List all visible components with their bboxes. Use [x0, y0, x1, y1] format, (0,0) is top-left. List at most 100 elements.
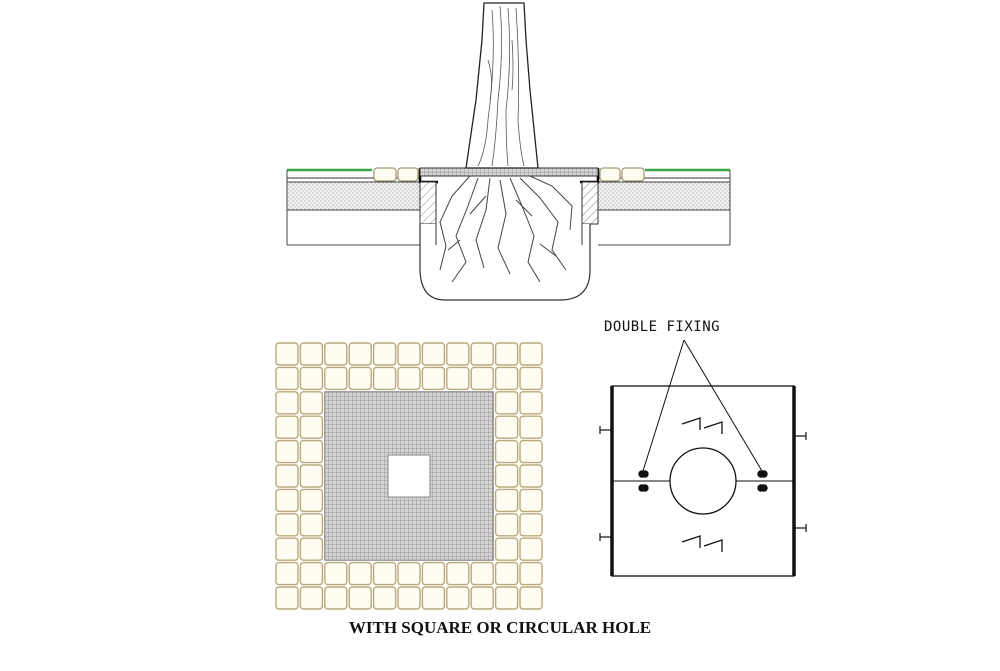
paver-tile: [519, 586, 543, 610]
paver-tile: [299, 342, 324, 366]
circular-hole: [669, 447, 737, 515]
paver-tile: [397, 561, 421, 586]
section-paver: [621, 167, 645, 182]
section-paver: [397, 167, 419, 182]
paver-tile: [275, 464, 299, 488]
paver-tile: [275, 537, 299, 561]
trunk-grain: [477, 5, 525, 167]
paver-tile: [299, 464, 324, 488]
paver-tile: [275, 366, 299, 391]
paver-tile: [275, 561, 299, 586]
paver-tile: [372, 561, 397, 586]
double-fixing-label: DOUBLE FIXING: [604, 319, 721, 335]
paver-tile: [299, 488, 324, 513]
paver-tile: [324, 586, 348, 610]
paver-tile: [299, 513, 324, 537]
paver-tile: [348, 586, 372, 610]
paver-tile: [275, 586, 299, 610]
paver-tile: [324, 342, 348, 366]
paver-tile: [275, 342, 299, 366]
paver-tile: [299, 366, 324, 391]
paver-tile: [348, 342, 372, 366]
paver-tile: [348, 561, 372, 586]
paver-tile: [446, 342, 470, 366]
square-hole: [387, 454, 431, 498]
paver-tile: [494, 537, 519, 561]
section-paver: [373, 167, 397, 182]
paver-tile: [397, 342, 421, 366]
direction-mark-bottom: [681, 535, 723, 552]
paver-tile: [324, 366, 348, 391]
edge-support-right: [581, 181, 599, 225]
paver-tile: [446, 561, 470, 586]
fixing-bolt-right: [757, 470, 768, 492]
paver-tile: [299, 561, 324, 586]
paver-tile: [470, 366, 494, 391]
section-paver: [599, 167, 621, 182]
direction-mark-top: [681, 417, 723, 434]
paver-tile: [494, 342, 519, 366]
paver-tile: [519, 391, 543, 415]
fixing-bolt-left: [638, 470, 649, 492]
paver-tile: [494, 415, 519, 439]
paver-tile: [494, 391, 519, 415]
grate-plate-section: [419, 167, 599, 177]
tree-roots: [439, 175, 573, 283]
paver-tile: [494, 464, 519, 488]
paver-tile: [275, 415, 299, 439]
paver-tile: [397, 586, 421, 610]
paver-tile: [372, 366, 397, 391]
paver-tile: [446, 366, 470, 391]
paver-tile: [519, 537, 543, 561]
paver-tile: [494, 366, 519, 391]
paver-tile: [299, 415, 324, 439]
paver-tile: [348, 366, 372, 391]
paver-tile: [275, 391, 299, 415]
leader-line-left: [642, 339, 685, 472]
paver-tile: [372, 342, 397, 366]
frame-lugs: [599, 426, 807, 541]
paver-tile: [494, 439, 519, 464]
plan-view: [275, 342, 543, 610]
paver-tile: [519, 439, 543, 464]
paver-tile: [519, 464, 543, 488]
paver-tile: [470, 561, 494, 586]
paver-tile: [519, 488, 543, 513]
leader-line-right: [683, 339, 763, 472]
paver-tile: [519, 513, 543, 537]
paver-tile: [275, 439, 299, 464]
tree-trunk: [465, 2, 539, 169]
paver-tile: [421, 342, 446, 366]
paver-tile: [275, 513, 299, 537]
paver-tile: [494, 513, 519, 537]
paver-tile: [324, 561, 348, 586]
paver-tile: [519, 342, 543, 366]
paver-tile: [494, 586, 519, 610]
drawing-caption: WITH SQUARE OR CIRCULAR HOLE: [348, 618, 652, 637]
paver-tile: [421, 586, 446, 610]
paver-tile: [397, 366, 421, 391]
section-view: [286, 2, 731, 301]
paver-tile: [275, 488, 299, 513]
paver-tile: [494, 561, 519, 586]
paver-tile: [421, 561, 446, 586]
paver-tile: [519, 561, 543, 586]
paver-tile: [470, 586, 494, 610]
paver-tile: [446, 586, 470, 610]
paver-tile: [299, 391, 324, 415]
paver-tile: [299, 586, 324, 610]
circular-grate-detail: [599, 339, 807, 577]
paver-tile: [299, 439, 324, 464]
subbase-left: [286, 181, 421, 211]
paver-tile: [519, 366, 543, 391]
paver-tile: [421, 366, 446, 391]
paver-tile: [299, 537, 324, 561]
paver-tile: [494, 488, 519, 513]
edge-support-left: [419, 181, 437, 225]
paver-tile: [470, 342, 494, 366]
paver-tile: [372, 586, 397, 610]
paver-tile: [519, 415, 543, 439]
subbase-right: [597, 181, 731, 211]
